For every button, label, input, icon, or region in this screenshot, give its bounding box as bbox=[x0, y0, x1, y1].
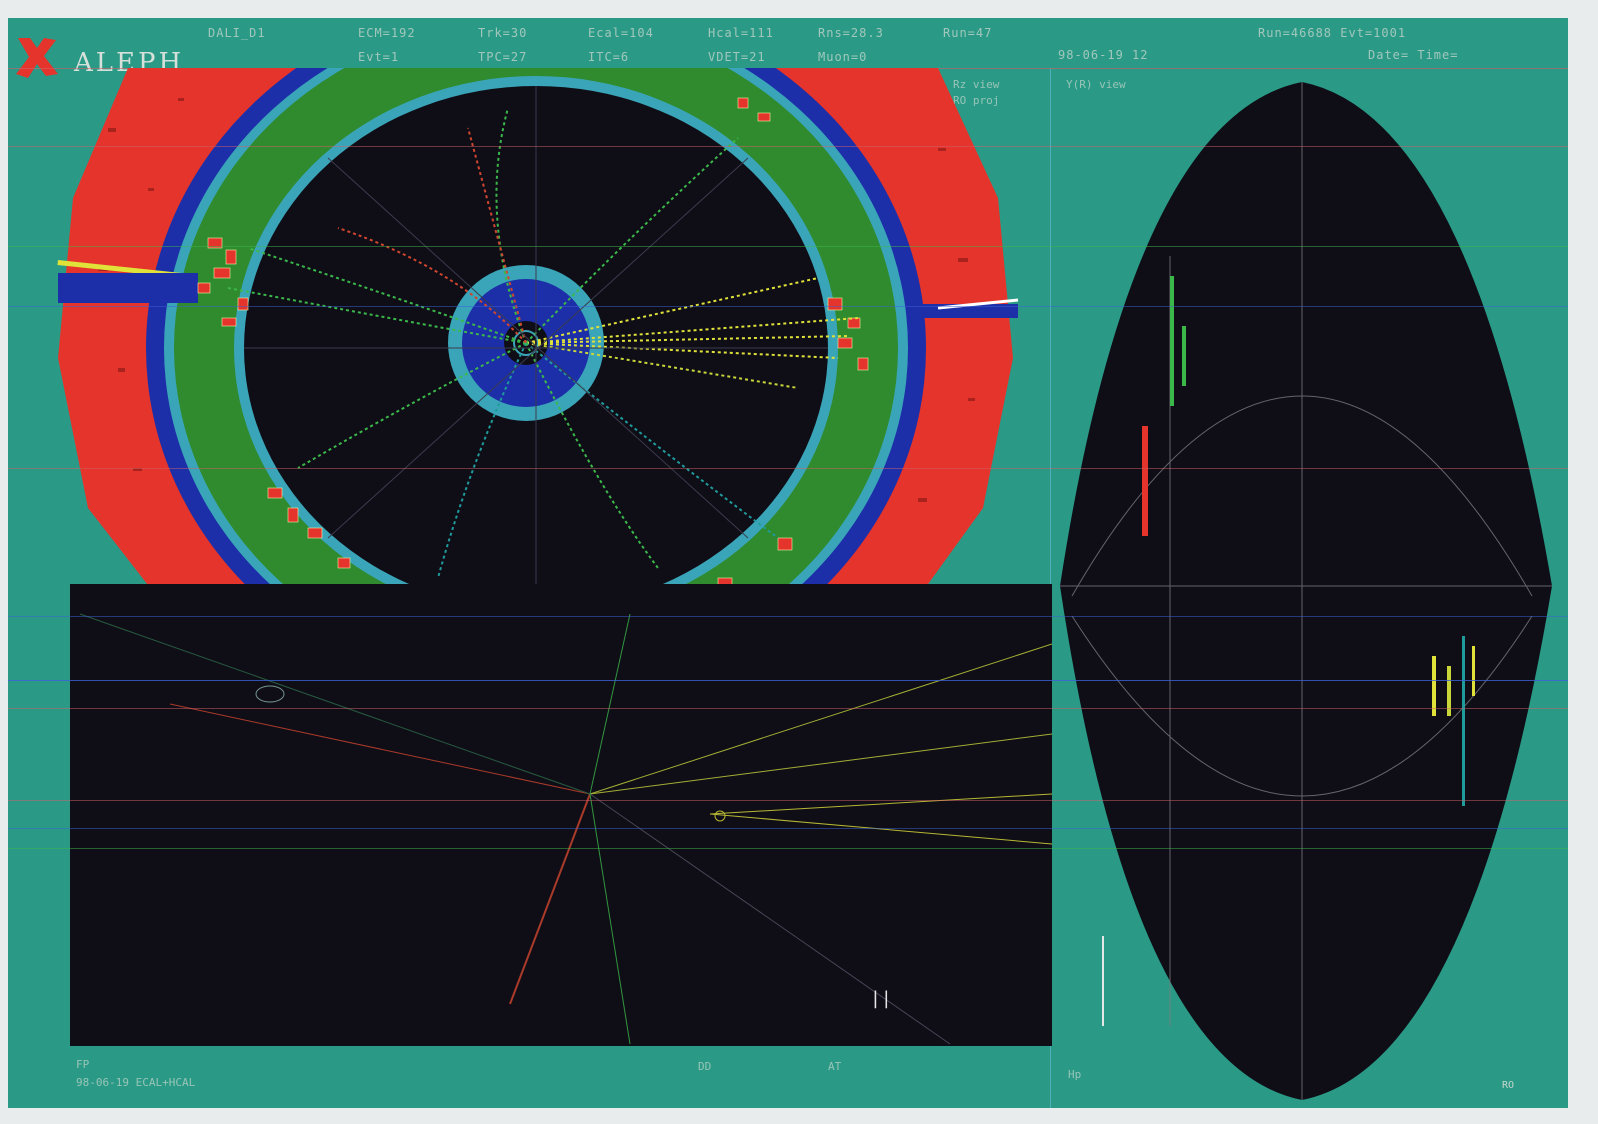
header-field: Muon=0 bbox=[818, 50, 868, 64]
detector-xy-view bbox=[57, 68, 1019, 588]
projection-label: RO proj bbox=[953, 94, 1000, 107]
corner-label: RO bbox=[1502, 1080, 1514, 1091]
particle-tracks bbox=[227, 107, 859, 579]
scanline bbox=[8, 306, 1568, 307]
ro-projection-panel: RO bbox=[1060, 82, 1552, 1100]
rz-view-panel: || bbox=[70, 584, 1052, 1046]
scanline bbox=[8, 828, 1568, 829]
footer-label: 98-06-19 ECAL+HCAL bbox=[76, 1076, 196, 1089]
header-field: ITC=6 bbox=[588, 50, 630, 64]
svg-text:||: || bbox=[870, 988, 892, 1009]
header-field: DALI_D1 bbox=[208, 26, 266, 40]
header-field: ECM=192 bbox=[358, 26, 416, 40]
header-field: VDET=21 bbox=[708, 50, 766, 64]
footer-label: AT bbox=[828, 1060, 842, 1073]
scanline bbox=[8, 708, 1568, 709]
footer-label: FP bbox=[76, 1058, 90, 1071]
header-field: Rns=28.3 bbox=[818, 26, 884, 40]
header-date: 98-06-19 12 bbox=[1058, 48, 1149, 62]
scanline bbox=[8, 246, 1568, 247]
view-label: Rz view bbox=[953, 78, 1000, 91]
scanline bbox=[8, 146, 1568, 147]
header-run-event: Run=46688 Evt=1001 bbox=[1258, 26, 1407, 40]
header-time: Date= Time= bbox=[1368, 48, 1459, 62]
scanline bbox=[8, 680, 1568, 681]
scanline bbox=[8, 468, 1568, 469]
ro-hits bbox=[1102, 276, 1475, 1026]
header-field: Run=47 bbox=[943, 26, 993, 40]
header-field: Evt=1 bbox=[358, 50, 400, 64]
footer-label: Hp bbox=[1068, 1068, 1082, 1081]
event-display-screen: ALEPH DALI_D1 ECM=192 Trk=30 Ecal=104 Hc… bbox=[8, 18, 1568, 1108]
ecal-hits bbox=[197, 97, 869, 588]
scanline bbox=[8, 616, 1568, 617]
header-field: Trk=30 bbox=[478, 26, 528, 40]
header-field: Ecal=104 bbox=[588, 26, 654, 40]
scanline bbox=[8, 848, 1568, 849]
footer-label: DD bbox=[698, 1060, 712, 1073]
panel-label: Y(R) view bbox=[1066, 78, 1126, 91]
header-field: TPC=27 bbox=[478, 50, 528, 64]
scanline bbox=[8, 800, 1568, 801]
ro-projection-lens bbox=[1060, 82, 1552, 1100]
header-field: Hcal=111 bbox=[708, 26, 774, 40]
